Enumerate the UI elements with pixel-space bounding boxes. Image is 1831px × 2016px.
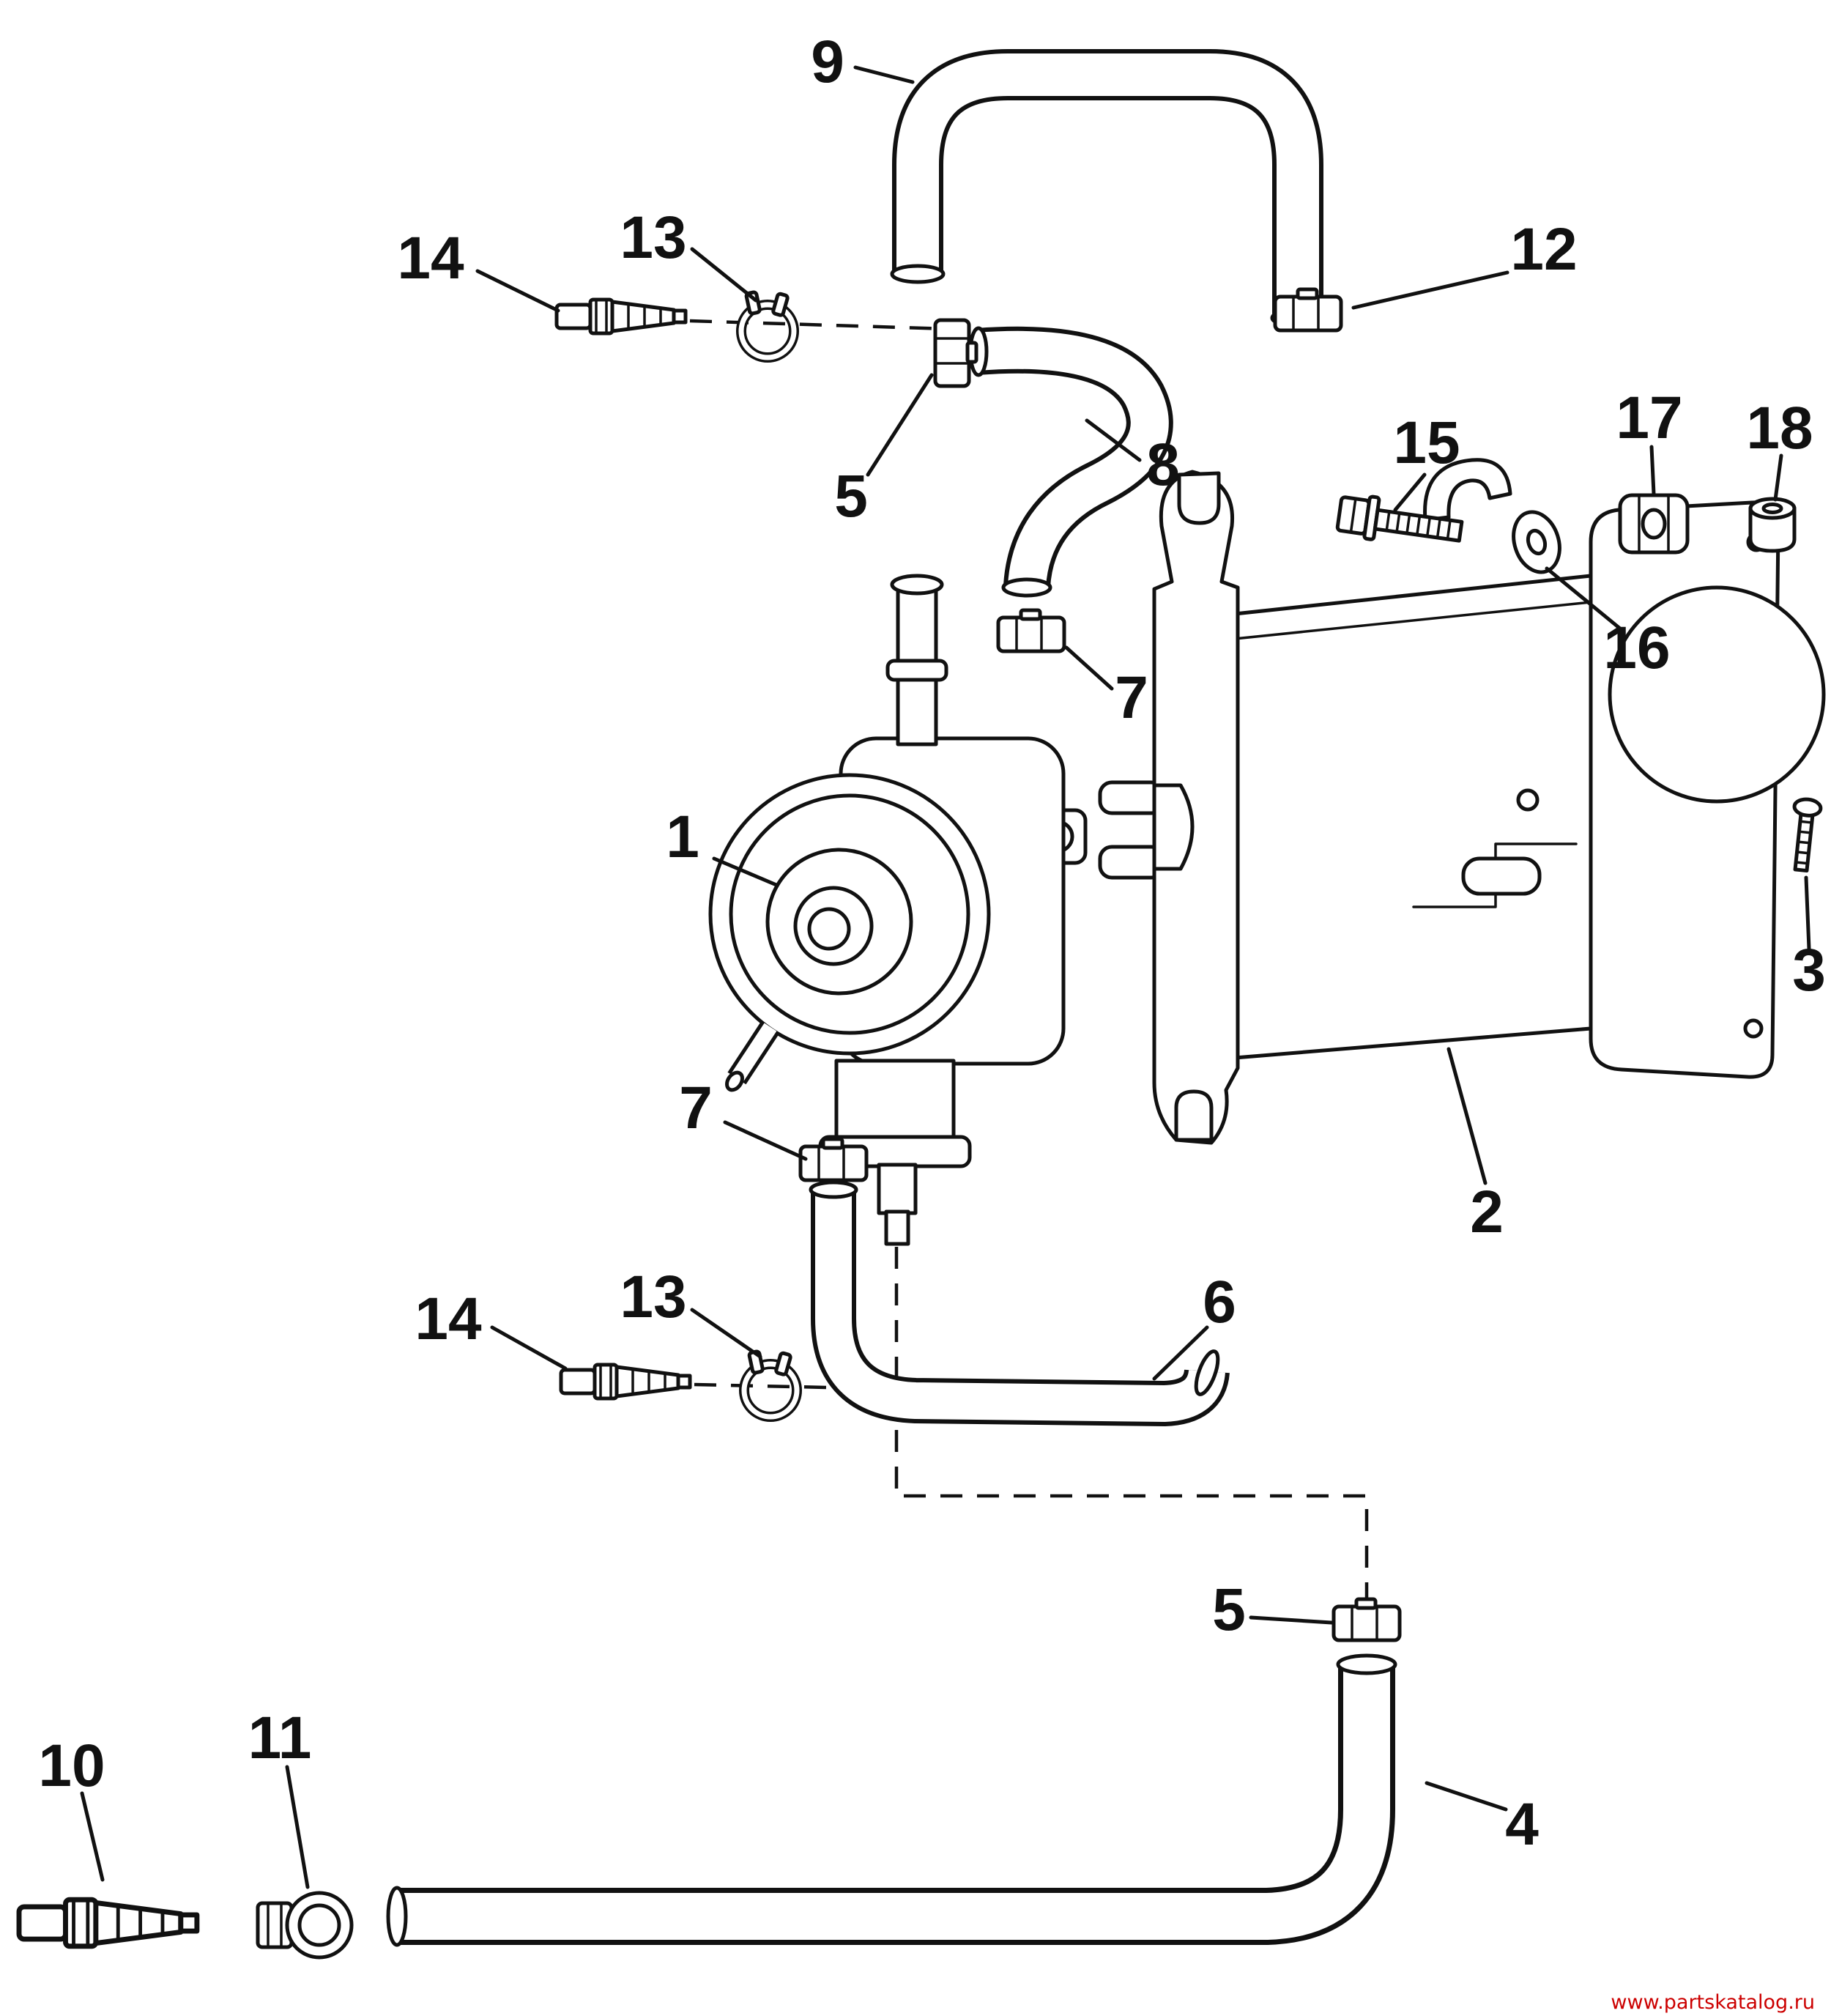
part-hose-6: [809, 1180, 1230, 1426]
watermark: www.partskatalog.ru: [1611, 1991, 1815, 2014]
part-bolt-15: [1335, 494, 1464, 543]
callout-12: 12: [1510, 216, 1577, 283]
part-hose-8: [968, 326, 1173, 598]
callout-7-lower: 7: [679, 1075, 713, 1141]
part-bracket-2: [1098, 458, 1826, 1145]
callout-5-lower: 5: [1212, 1576, 1246, 1643]
part-clamp-12: [1275, 289, 1341, 330]
callout-15: 15: [1393, 410, 1460, 476]
part-clamp-7-lower: [801, 1139, 866, 1180]
callout-6: 6: [1203, 1269, 1236, 1335]
callout-13-lower: 13: [620, 1264, 686, 1330]
callout-10: 10: [38, 1732, 105, 1799]
callout-11: 11: [248, 1705, 312, 1771]
callout-2: 2: [1470, 1179, 1504, 1245]
part-fitting-10: [19, 1900, 197, 1946]
callout-8: 8: [1146, 431, 1180, 498]
part-clamp-7-upper: [998, 610, 1064, 651]
callout-13-upper: 13: [620, 204, 686, 271]
callout-14-upper: 14: [397, 225, 464, 292]
part-clamp-5-lower: [1334, 1599, 1400, 1640]
part-hose-9: [890, 49, 1326, 328]
callout-18: 18: [1746, 395, 1813, 462]
callout-17: 17: [1616, 385, 1682, 451]
callout-14-lower: 14: [415, 1286, 482, 1352]
part-fitting-14-lower: [561, 1365, 690, 1398]
callout-4: 4: [1505, 1791, 1539, 1858]
callout-9: 9: [811, 29, 844, 95]
callout-16: 16: [1603, 615, 1670, 681]
callout-1: 1: [666, 804, 699, 870]
part-wire-clamp-13-lower: [744, 1351, 797, 1417]
part-spacer-18: [1748, 497, 1797, 553]
hidden-connection-lines: [689, 319, 1369, 1657]
callouts: 9 14 13 12 5 8 15 17 18 16 7 1 3 2 7 14 …: [38, 29, 1825, 1858]
part-screw-3: [1792, 797, 1823, 873]
part-grommet-17: [1618, 493, 1690, 555]
leader-lines: [80, 65, 1811, 1889]
part-plug-11: [256, 1891, 354, 1960]
part-fitting-14-upper: [557, 300, 686, 333]
callout-3: 3: [1792, 937, 1826, 1004]
part-clamp-5-upper: [935, 320, 976, 386]
callout-5-upper: 5: [834, 463, 868, 530]
part-washer-16: [1512, 510, 1561, 574]
part-hose-4: [386, 1653, 1397, 1947]
part-pump-1: [708, 574, 1088, 1246]
callout-7-upper: 7: [1115, 664, 1148, 731]
